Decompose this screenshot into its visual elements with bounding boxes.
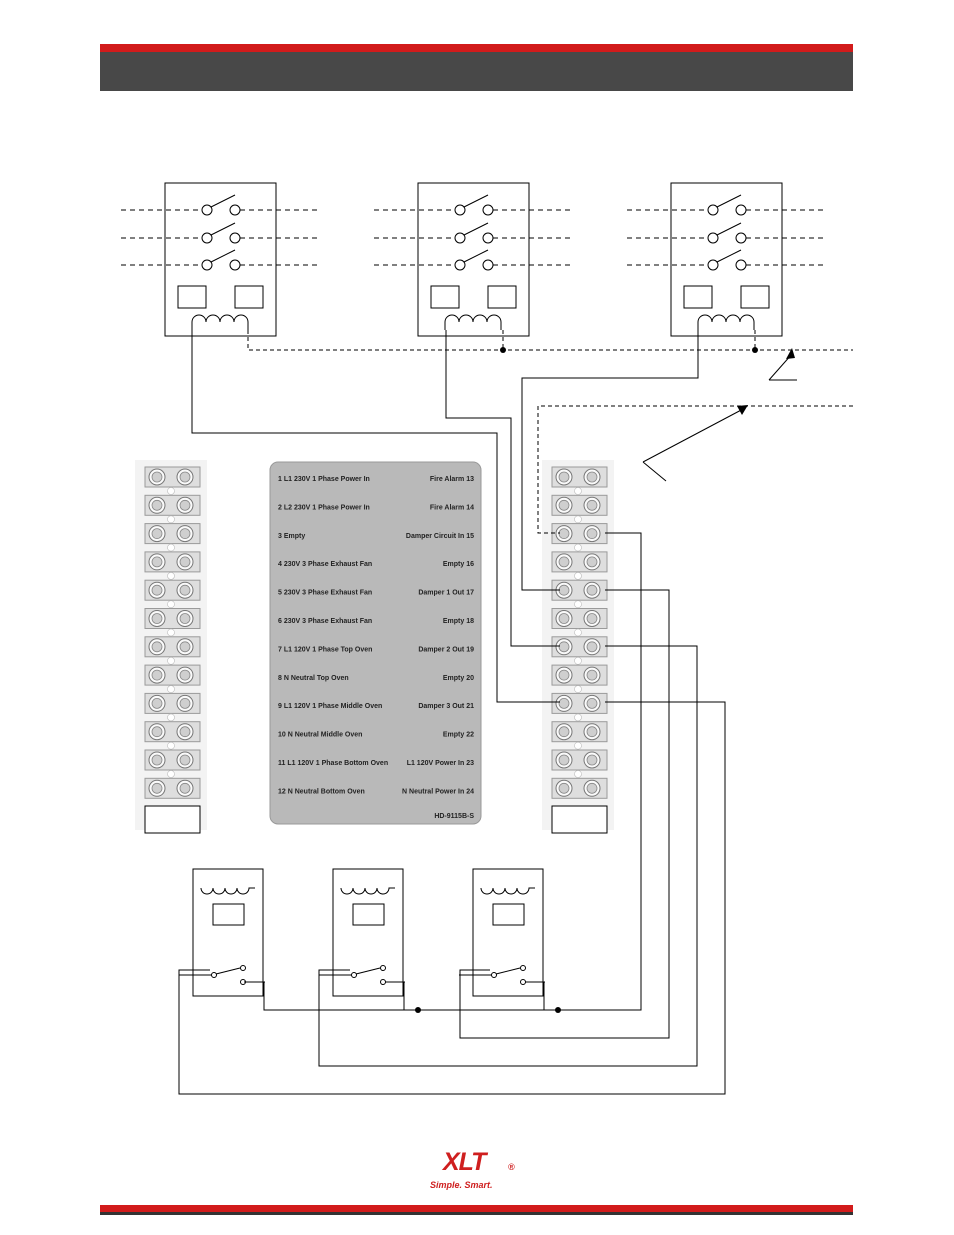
wire-coil-3 xyxy=(521,330,699,591)
terminal-label-8: 8 N Neutral Top Oven xyxy=(278,675,349,682)
header-bar xyxy=(100,44,853,91)
contactor-group xyxy=(121,182,827,337)
terminal-strips xyxy=(135,460,614,834)
terminal-label-12: 12 N Neutral Bottom Oven xyxy=(278,788,365,795)
terminal-label-20: Empty 20 xyxy=(443,675,474,682)
terminal-label-7: 7 L1 120V 1 Phase Top Oven xyxy=(278,646,372,653)
relay-3 xyxy=(459,868,545,997)
terminal-label-1: 1 L1 230V 1 Phase Power In xyxy=(278,476,370,483)
terminal-label-24: N Neutral Power In 24 xyxy=(402,788,474,795)
relay-2 xyxy=(319,868,405,997)
terminal-label-18: Empty 18 xyxy=(443,618,474,625)
contactor-1 xyxy=(121,182,321,337)
terminal-label-17: Damper 1 Out 17 xyxy=(418,590,474,597)
terminal-label-10: 10 N Neutral Middle Oven xyxy=(278,732,362,739)
xlt-logo: XLT ® Simple. Smart. xyxy=(430,1148,515,1190)
board-model: HD-9115B-S xyxy=(434,813,474,820)
terminal-label-22: Empty 22 xyxy=(443,732,474,739)
terminal-label-16: Empty 16 xyxy=(443,561,474,568)
wire-damper-circuit xyxy=(403,532,642,1011)
terminal-label-19: Damper 2 Out 19 xyxy=(418,646,474,653)
terminal-label-21: Damper 3 Out 21 xyxy=(418,703,474,710)
damper-circuit-dashed xyxy=(537,405,853,534)
junction-dots xyxy=(415,347,758,1013)
terminal-label-14: Fire Alarm 14 xyxy=(430,504,474,511)
terminal-label-6: 6 230V 3 Phase Exhaust Fan xyxy=(278,618,372,625)
contactor-3 xyxy=(627,182,827,337)
terminal-label-15: Damper Circuit In 15 xyxy=(406,533,474,540)
wire-coil-1 xyxy=(191,330,560,703)
logo-registered: ® xyxy=(508,1162,515,1172)
terminal-strip-right xyxy=(542,460,614,834)
relay-group xyxy=(179,868,545,997)
footer-bar xyxy=(100,1205,853,1215)
wire-damper2 xyxy=(318,645,698,1067)
logo-word: XLT xyxy=(441,1148,489,1176)
terminal-strip-left xyxy=(135,460,207,834)
wire-damper1 xyxy=(459,589,670,1039)
terminal-label-3: 3 Empty xyxy=(278,533,305,540)
terminal-label-5: 5 230V 3 Phase Exhaust Fan xyxy=(278,590,372,597)
terminal-label-23: L1 120V Power In 23 xyxy=(407,760,474,767)
terminal-label-11: 11 L1 120V 1 Phase Bottom Oven xyxy=(278,760,388,767)
terminal-label-13: Fire Alarm 13 xyxy=(430,476,474,483)
wire-coil-2 xyxy=(445,330,560,647)
relay-1 xyxy=(179,868,265,997)
terminal-labels: 1 L1 230V 1 Phase Power In Fire Alarm 13 2… xyxy=(278,476,474,795)
contactor-2 xyxy=(374,182,574,337)
control-bus-dashed xyxy=(247,330,853,351)
wire-damper3 xyxy=(178,701,726,1095)
terminal-label-board xyxy=(269,461,482,825)
terminal-label-9: 9 L1 120V 1 Phase Middle Oven xyxy=(278,703,382,710)
wires xyxy=(178,330,853,1095)
logo-tagline: Simple. Smart. xyxy=(430,1180,493,1190)
terminal-label-2: 2 L2 230V 1 Phase Power In xyxy=(278,504,370,511)
terminal-label-4: 4 230V 3 Phase Exhaust Fan xyxy=(278,561,372,568)
